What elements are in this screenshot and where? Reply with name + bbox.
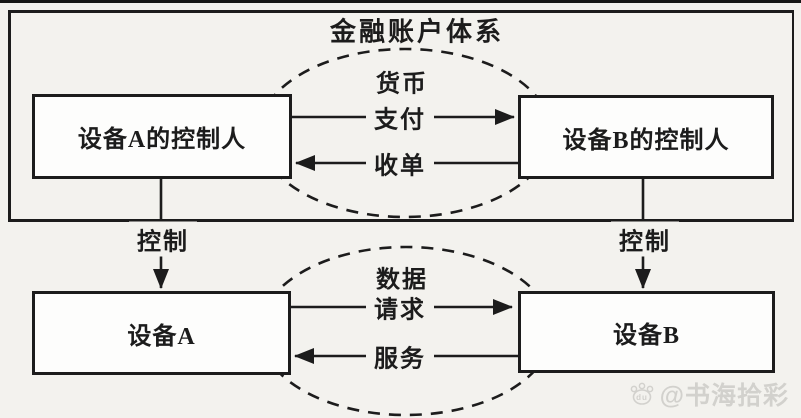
watermark-text: @书海拾彩 [659,382,789,410]
service-label: 服务 [366,338,434,374]
node-controller-b-label: 设备B的控制人 [562,127,730,154]
baidu-paw-du-text: du [636,393,648,402]
node-device-b: 设备B [518,291,775,373]
node-device-b-label: 设备B [612,322,680,349]
node-controller-b: 设备B的控制人 [518,95,774,179]
payment-label: 支付 [366,99,434,135]
acquiring-label: 收单 [366,145,434,181]
top-border-strip [0,0,801,3]
control-left-label: 控制 [129,221,197,257]
node-controller-a: 设备A的控制人 [32,94,292,179]
control-right-label: 控制 [611,221,679,257]
data-label: 数据 [376,267,428,294]
node-controller-a-label: 设备A的控制人 [77,127,247,153]
watermark: du @书海拾彩 [628,376,789,412]
request-label: 请求 [366,289,434,325]
currency-label: 货币 [376,71,428,98]
baidu-paw-icon: du [630,382,653,405]
diagram-title: 金融账户体系 [329,17,505,47]
node-device-a: 设备A [32,291,291,375]
financial-account-system-boundary [8,10,794,222]
node-device-a-label: 设备A [127,323,196,350]
